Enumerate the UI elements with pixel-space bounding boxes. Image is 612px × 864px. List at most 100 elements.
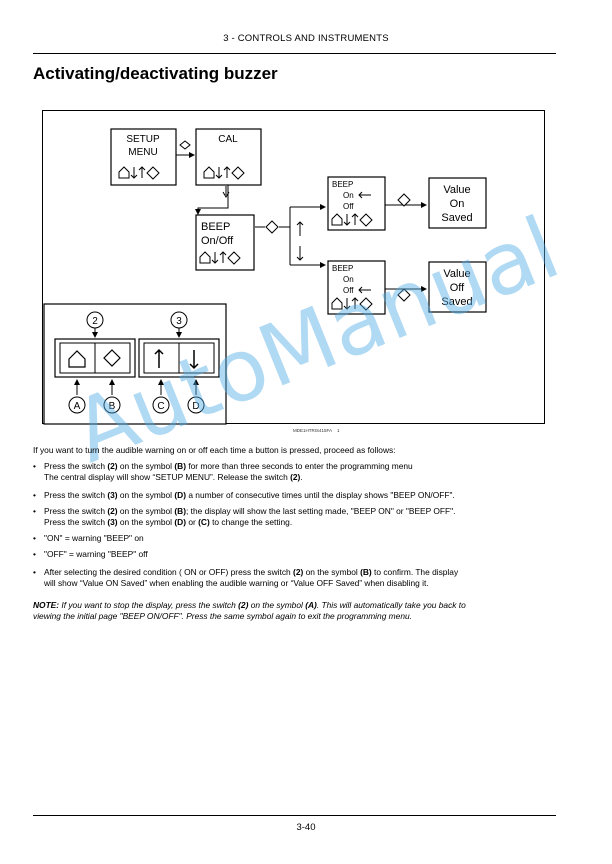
list-item-text: Press the switch (2) on the symbol (B); …	[44, 506, 556, 528]
nav-icons	[331, 213, 373, 227]
cal-display: CAL	[195, 128, 262, 186]
figure-code: MDE1HTRIS415FA	[293, 428, 333, 433]
callout-a	[68, 396, 86, 414]
bold-ref: (2)	[290, 472, 301, 482]
callout-c	[152, 396, 170, 414]
list-item-text: After selecting the desired condition ( …	[44, 567, 556, 589]
text-run: Press the switch	[44, 506, 108, 516]
text-run: on the symbol	[248, 600, 306, 610]
note-label: NOTE:	[33, 600, 60, 610]
bold-ref: (B)	[174, 506, 186, 516]
footer-rule	[33, 815, 556, 816]
text-run: on the symbol	[303, 567, 361, 577]
value-off-display: Value Off Saved	[428, 261, 487, 313]
programming-diagram: SETUP MENU CAL BEEP On/Off	[43, 128, 487, 425]
figure-number: 1	[337, 428, 340, 433]
text-run: on the symbol	[117, 490, 175, 500]
value-on-display: Value On Saved	[428, 177, 487, 229]
text-run: Press the switch	[44, 490, 108, 500]
bold-ref: (A)	[305, 600, 317, 610]
beep-off-on: On	[343, 275, 354, 284]
text-run: "OFF" = warning "BEEP" off	[44, 549, 148, 559]
text-run: for more than three seconds to enter the…	[186, 461, 413, 471]
bold-ref: (C)	[198, 517, 210, 527]
bullet-dot: •	[33, 533, 36, 543]
home-icon	[68, 350, 86, 368]
bold-ref: (2)	[238, 600, 249, 610]
text-run: will show “Value ON Saved” when enabling…	[44, 578, 429, 588]
diagram-frame: SETUP MENU CAL BEEP On/Off	[42, 110, 545, 425]
text-run: The central display will show “SETUP MEN…	[44, 472, 291, 482]
beep-onoff-line2: On/Off	[201, 235, 234, 247]
callout-d	[187, 396, 205, 414]
nav-icons	[203, 166, 245, 180]
text-run: or	[186, 517, 199, 527]
text-run: on the symbol	[117, 461, 175, 471]
bold-ref: (B)	[174, 461, 186, 471]
beep-onoff-line1: BEEP	[201, 221, 230, 233]
beep-off-display: BEEP On Off	[327, 260, 386, 315]
text-run: If you want to stop the display, press t…	[59, 600, 239, 610]
callout-c-label: C	[157, 401, 164, 412]
bold-ref: (3)	[107, 490, 118, 500]
callout-d-label: D	[192, 401, 199, 412]
bold-ref: (2)	[293, 567, 304, 577]
down-arrow-icon	[189, 350, 199, 370]
value-on-l3: Saved	[441, 212, 472, 224]
text-run: Press the switch	[44, 517, 108, 527]
text-run: on the symbol	[117, 506, 175, 516]
list-item-text: Press the switch (3) on the symbol (D) a…	[44, 490, 556, 501]
switch-panel: 2 3 A B C D	[43, 303, 227, 425]
text-run: to change the setting.	[209, 517, 293, 527]
bold-ref: (D)	[174, 517, 186, 527]
enter-icon	[397, 193, 411, 207]
enter-icon	[265, 220, 279, 234]
page-number: 3-40	[296, 822, 316, 833]
value-off-l2: Off	[450, 282, 465, 294]
bold-ref: (3)	[107, 517, 118, 527]
callout-b-label: B	[109, 401, 116, 412]
callout-2-label: 2	[92, 316, 98, 327]
section-header: 3 - CONTROLS AND INSTRUMENTS	[223, 33, 389, 44]
up-arrow-icon	[154, 348, 164, 368]
cal-label: CAL	[218, 134, 238, 145]
bullet-dot: •	[33, 549, 36, 559]
intro-text: If you want to turn the audible warning …	[33, 445, 396, 455]
up-arrow-icon	[296, 221, 304, 236]
value-off-l1: Value	[443, 268, 470, 280]
header-rule	[33, 53, 556, 54]
list-item-text: Press the switch (2) on the symbol (B) f…	[44, 461, 556, 483]
enter-icon	[103, 349, 121, 367]
list-item-text: "ON" = warning "BEEP" on	[44, 533, 556, 544]
beep-off-off: Off	[343, 286, 354, 295]
bold-ref: (B)	[360, 567, 372, 577]
setup-menu-display: SETUP MENU	[110, 128, 177, 186]
text-run: .	[300, 472, 303, 482]
page-title: Activating/deactivating buzzer	[33, 64, 278, 83]
bold-ref: (D)	[174, 490, 186, 500]
bold-ref: (2)	[107, 461, 118, 471]
beep-on-on: On	[343, 191, 354, 200]
bullet-dot: •	[33, 490, 36, 500]
text-run: "ON" = warning "BEEP" on	[44, 533, 144, 543]
beep-on-title: BEEP	[332, 180, 353, 189]
value-on-l2: On	[450, 198, 465, 210]
figure-id: MDE1HTRIS415FA 1	[293, 428, 340, 433]
text-run: on the symbol	[117, 517, 175, 527]
value-on-l1: Value	[443, 184, 470, 196]
down-arrow-icon	[296, 246, 304, 261]
note-line2: viewing the initial page "BEEP ON/OFF". …	[33, 611, 412, 621]
setup-line2: MENU	[128, 147, 157, 158]
callout-a-label: A	[74, 401, 81, 412]
bullet-dot: •	[33, 506, 36, 516]
text-run: After selecting the desired condition ( …	[44, 567, 294, 577]
text-run: Press the switch	[44, 461, 108, 471]
enter-icon	[397, 288, 411, 302]
bullet-dot: •	[33, 461, 36, 471]
note-line1: If you want to stop the display, press t…	[59, 600, 466, 610]
text-run: . This will automatically take you back …	[316, 600, 466, 610]
text-run: ; the display will show the last setting…	[186, 506, 456, 516]
text-run: to confirm. The display	[371, 567, 459, 577]
beep-off-title: BEEP	[332, 264, 353, 273]
value-off-l3: Saved	[441, 296, 472, 308]
